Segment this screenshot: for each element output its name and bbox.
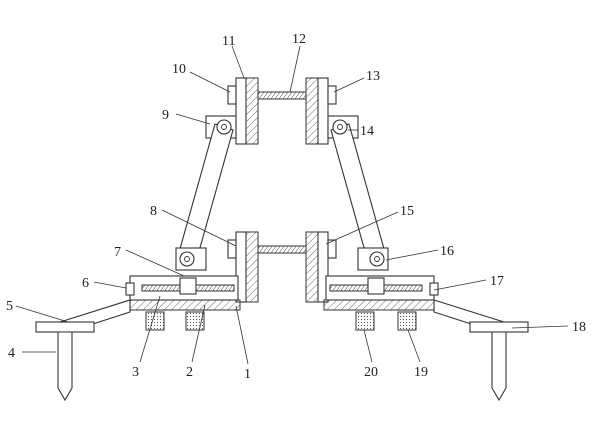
leader-16 xyxy=(385,249,439,261)
label-9: 9 xyxy=(162,108,169,123)
label-7: 7 xyxy=(114,245,121,260)
top-left-plate-outer xyxy=(235,77,247,145)
top-left-nut xyxy=(227,85,237,105)
leader-8 xyxy=(161,209,237,247)
leader-3 xyxy=(139,295,161,363)
leader-13 xyxy=(333,77,365,93)
left-pad-2 xyxy=(185,311,205,331)
leader-18 xyxy=(511,325,569,329)
leader-1 xyxy=(235,305,249,365)
label-10: 10 xyxy=(172,62,186,77)
leader-lines xyxy=(15,45,569,365)
left-linkage xyxy=(175,115,237,271)
label-13: 13 xyxy=(366,69,380,84)
right-linkage xyxy=(327,115,389,271)
right-upper-pin-core xyxy=(337,124,343,130)
right-link-arm xyxy=(330,123,387,263)
label-18: 18 xyxy=(572,320,586,335)
leader-7 xyxy=(125,249,185,277)
label-17: 17 xyxy=(490,274,504,289)
top-right-plate-outer xyxy=(317,77,329,145)
left-upper-pin xyxy=(216,119,232,135)
leader-12 xyxy=(289,45,301,93)
left-base-plate xyxy=(129,299,241,311)
left-ground-spike xyxy=(57,331,73,402)
right-lower-pin xyxy=(369,251,385,267)
right-pad-2 xyxy=(397,311,417,331)
left-upper-pin-core xyxy=(221,124,227,130)
leader-10 xyxy=(189,71,231,93)
right-upper-pin xyxy=(332,119,348,135)
label-2: 2 xyxy=(186,365,193,380)
right-lower-pin-core xyxy=(374,256,380,262)
label-12: 12 xyxy=(292,32,306,47)
middle-screw-rod xyxy=(257,245,307,254)
part-labels: 1 2 3 4 5 6 7 8 9 10 11 12 13 14 15 16 1… xyxy=(6,32,586,382)
label-1: 1 xyxy=(244,367,251,382)
leader-11 xyxy=(231,45,245,79)
right-pad-1 xyxy=(355,311,375,331)
left-lower-pin xyxy=(179,251,195,267)
top-right-plate-inner xyxy=(305,77,319,145)
leader-15 xyxy=(325,211,399,245)
label-19: 19 xyxy=(414,365,428,380)
right-foot-plate xyxy=(469,321,529,333)
middle-left-plate-inner xyxy=(245,231,259,303)
left-base xyxy=(35,275,241,402)
label-14: 14 xyxy=(360,124,374,139)
left-slider-block xyxy=(179,277,197,295)
top-right-nut xyxy=(327,85,337,105)
label-20: 20 xyxy=(364,365,378,380)
middle-right-plate-inner xyxy=(305,231,319,303)
leader-9 xyxy=(175,113,211,125)
middle-right-nut xyxy=(327,239,337,259)
middle-assembly xyxy=(227,231,337,303)
right-base-plate xyxy=(323,299,435,311)
label-6: 6 xyxy=(82,276,89,291)
left-end-nut xyxy=(125,282,135,296)
top-assembly xyxy=(227,77,337,145)
label-5: 5 xyxy=(6,299,13,314)
left-link-arm xyxy=(177,123,234,263)
leader-19 xyxy=(407,329,421,363)
leader-2 xyxy=(191,304,206,363)
right-end-nut xyxy=(429,282,439,296)
right-base xyxy=(323,275,529,402)
left-pad-1 xyxy=(145,311,165,331)
leader-20 xyxy=(363,329,373,363)
label-8: 8 xyxy=(150,204,157,219)
label-11: 11 xyxy=(222,34,235,49)
label-4: 4 xyxy=(8,346,15,361)
top-screw-rod xyxy=(257,91,307,100)
label-15: 15 xyxy=(400,204,414,219)
leader-17 xyxy=(433,279,487,291)
middle-right-plate-outer xyxy=(317,231,329,303)
label-3: 3 xyxy=(132,365,139,380)
top-left-plate-inner xyxy=(245,77,259,145)
label-16: 16 xyxy=(440,244,454,259)
leader-6 xyxy=(93,281,127,289)
right-ground-spike xyxy=(491,331,507,402)
left-foot-plate xyxy=(35,321,95,333)
right-slider-block xyxy=(367,277,385,295)
leader-5 xyxy=(15,305,69,323)
left-lower-pin-core xyxy=(184,256,190,262)
